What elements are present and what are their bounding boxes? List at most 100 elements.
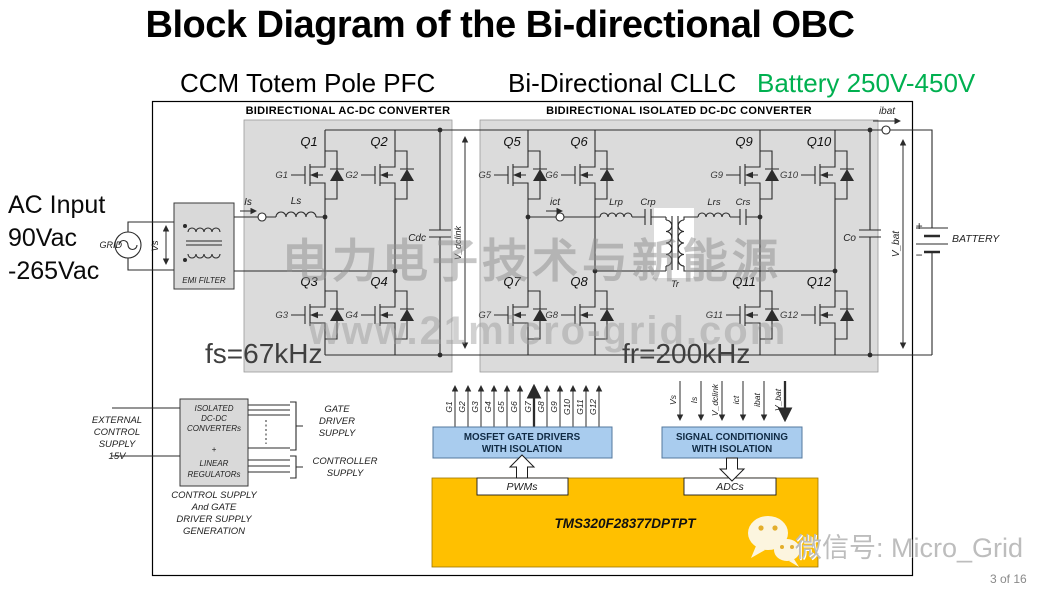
body-diode-icon: [840, 309, 854, 321]
mosfet-arrow: [745, 171, 753, 179]
wechat-eye: [790, 545, 794, 549]
co-label: Co: [843, 233, 856, 244]
mosfet-arrow: [310, 311, 318, 319]
ac-input-label: AC Input 90Vac -265Vac: [8, 189, 105, 288]
ac-input-line3: -265Vac: [8, 257, 100, 285]
mosfet-g-label: G7: [478, 310, 491, 321]
supply-wires: [112, 401, 303, 479]
wire: [127, 129, 933, 356]
wechat-icon: [748, 516, 800, 567]
mosfet-arrow: [310, 171, 318, 179]
mosfet-g-label: G10: [780, 170, 799, 181]
tr-label: Tr: [671, 279, 680, 289]
signal-box-line1: SIGNAL CONDITIONING: [676, 432, 788, 443]
page-title: Block Diagram of the Bi-directional OBC: [145, 4, 855, 46]
battery-plates-short: [924, 234, 940, 254]
gate-signal-label: G4: [483, 401, 493, 413]
body-diode-icon: [400, 309, 414, 321]
node-circle: [257, 212, 267, 222]
fr-label: fr=200kHz: [622, 338, 750, 369]
mosfet-gate-driver-box: [432, 426, 613, 459]
grid-label: GRID: [100, 240, 123, 250]
ac-input-line2: 90Vac: [8, 224, 78, 252]
mosfet-g-label: G12: [780, 310, 799, 321]
crs-label: Crs: [736, 197, 751, 208]
mosfet-g-label: G11: [706, 310, 723, 321]
subtitle-pfc: CCM Totem Pole PFC: [180, 68, 436, 98]
junction-dot: [832, 268, 838, 274]
vs-label: Vs: [150, 240, 161, 251]
pwm-arrow-icon: [508, 454, 536, 479]
sense-signal-label: V_bat: [773, 388, 783, 411]
battery-label: BATTERY: [952, 233, 1000, 245]
fs-label: fs=67kHz: [205, 338, 323, 369]
adcs-label: ADCs: [715, 481, 744, 493]
driver-box-line2: WITH ISOLATION: [482, 444, 562, 455]
supply-label: And GATE: [191, 502, 237, 513]
subtitle-cllc: Bi-Directional CLLC: [508, 68, 737, 98]
supply-label: +: [212, 445, 217, 454]
mosfet-arrow: [580, 311, 588, 319]
gate-signal-label: G12: [588, 399, 598, 415]
transformer-background: [654, 208, 694, 278]
lrs-label: Lrs: [707, 197, 720, 208]
winding-dot: [183, 224, 187, 228]
ls-label: Ls: [291, 196, 302, 207]
mosfet-g-label: G5: [478, 170, 491, 181]
watermark-line2: www.21micro-grid.com: [308, 309, 788, 353]
supply-label: REGULATORs: [187, 470, 240, 479]
junction-dot: [392, 268, 398, 274]
junction-dot: [437, 127, 443, 133]
node-circle: [555, 212, 565, 222]
body-diode-icon: [330, 309, 344, 321]
driver-box-line1: MOSFET GATE DRIVERS: [464, 432, 581, 443]
sense-signal-label: ibat: [752, 393, 762, 407]
sine-icon: [118, 239, 138, 251]
battery-plus: +: [915, 219, 922, 233]
junction-dot: [525, 214, 531, 220]
junction-dot: [867, 352, 873, 358]
mosfet-arrow: [820, 311, 828, 319]
gate-signal-label: G8: [536, 401, 546, 413]
supply-label: LINEAR: [200, 459, 229, 468]
supply-label: CONVERTERs: [187, 424, 241, 433]
pwms-label: PWMs: [507, 481, 539, 493]
wechat-bubble-tail: [751, 546, 765, 558]
battery-plates-long: [916, 227, 948, 245]
mosfet-q-label: Q3: [300, 274, 318, 289]
signal-box-line2: WITH ISOLATION: [692, 444, 772, 455]
supply-label: ISOLATED: [195, 404, 234, 413]
wechat-eye: [780, 545, 784, 549]
junction-dots: [322, 127, 873, 358]
gate-signal-label: G6: [509, 401, 519, 413]
supply-label: SUPPLY: [327, 468, 364, 479]
supply-label: 15V: [109, 451, 128, 462]
body-diode-icon: [533, 169, 547, 181]
wechat-bubble-tail: [789, 559, 799, 567]
mosfet-g-label: G9: [710, 170, 723, 181]
body-diode-icon: [840, 169, 854, 181]
mosfet-g-label: G8: [545, 310, 558, 321]
mosfet-g-label: G1: [275, 170, 288, 181]
watermark-line1: 电力电子技术与新能源: [282, 235, 782, 287]
mosfet-arrow: [745, 311, 753, 319]
mosfet-q-label: Q4: [370, 274, 387, 289]
wechat-bubble-large: [748, 516, 788, 550]
crp-label: Crp: [640, 197, 655, 208]
mosfet-g-label: G3: [275, 310, 288, 321]
lrp-label: Lrp: [609, 197, 623, 208]
cdc-label: Cdc: [408, 233, 426, 244]
mosfet-q-label: Q8: [570, 274, 588, 289]
mosfet-q-label: Q7: [503, 274, 521, 289]
supply-label: DC-DC: [201, 414, 227, 423]
supply-label: SUPPLY: [99, 439, 136, 450]
junction-dot: [867, 127, 873, 133]
mosfet-arrow: [580, 171, 588, 179]
